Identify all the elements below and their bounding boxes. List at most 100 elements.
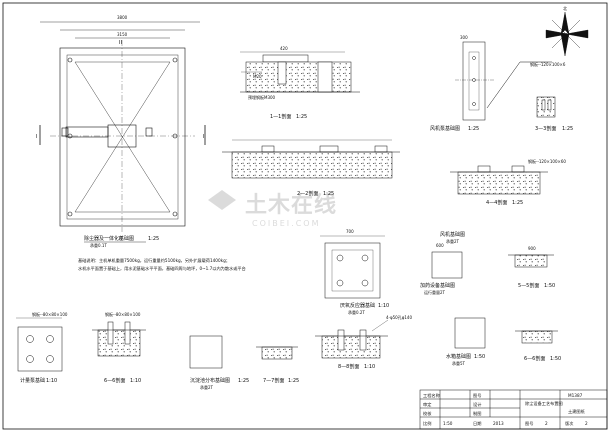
- anchor-bolt: [172, 57, 178, 63]
- concrete-footing: [97, 329, 141, 357]
- sec66small-title: 6—6剖面: [524, 355, 545, 362]
- section-6-6-right: [515, 330, 558, 344]
- anchor-bolt: [67, 211, 73, 217]
- sec22-title: 2—2剖面: [297, 190, 318, 197]
- plinth: [511, 165, 525, 173]
- concrete-footing: [321, 335, 381, 359]
- concrete-footing: [514, 254, 548, 268]
- pedestal-scale: 1:10: [378, 303, 389, 309]
- fan-base-plan: [455, 41, 495, 121]
- plinth: [374, 145, 388, 153]
- sec88-title: 8—8剖面: [338, 363, 359, 370]
- steel-plate: [262, 54, 309, 63]
- sec11-scale: 1:25: [296, 114, 307, 120]
- block-scale: 1:25: [238, 378, 249, 384]
- sec66-title: 6—6剖面: [104, 377, 125, 384]
- sec44-plate: 钢板--120×100×60: [528, 158, 566, 164]
- section-3-3: [486, 61, 556, 118]
- tb-date-label: 日期: [473, 421, 481, 427]
- pump-plate: 钢板--80×80×100: [32, 311, 68, 317]
- plinth: [477, 165, 491, 173]
- fan-base-inner: [468, 51, 480, 111]
- tb-ver-value: 2: [585, 421, 588, 426]
- bolt-hole: [26, 355, 34, 363]
- fanbase-dim-a: 300: [460, 35, 468, 40]
- tb-r3c3: 制图: [473, 410, 481, 417]
- equip1-dim: 900: [528, 246, 536, 251]
- sec77-scale: 1:25: [288, 378, 299, 384]
- tb-code: M1387: [568, 393, 583, 398]
- pedestal-dim: 700: [346, 229, 354, 234]
- north-arrow-icon: [545, 11, 589, 57]
- tb-r2c1: 审定: [423, 401, 431, 408]
- sec55-title: 5—5剖面: [518, 282, 539, 289]
- plan-diag-b: [74, 61, 171, 213]
- water-tank-base: [454, 317, 486, 349]
- equip-base-1: [431, 251, 463, 279]
- equip2-load: 运行重量2T: [424, 289, 446, 295]
- equip2-title: 加药设备基础图: [420, 282, 455, 289]
- title-block-frame: [419, 389, 608, 430]
- anchor-bolt: [172, 211, 178, 217]
- section-1-1: [240, 51, 360, 93]
- bolt-hole: [472, 102, 476, 106]
- equip3-title: 水箱基础图: [446, 353, 471, 360]
- concrete-footing: [231, 151, 393, 179]
- sec66small-scale: 1:50: [550, 356, 561, 362]
- sec44-title: 4—4剖面: [486, 199, 507, 206]
- plan-scale: 1:25: [148, 236, 159, 242]
- tb-sheet-label: 图号: [525, 421, 533, 427]
- pump-base-plan: [16, 317, 63, 372]
- anchor-bolt: [67, 57, 73, 63]
- plan-title: 除尘器及一体化基础图: [84, 235, 134, 242]
- sec44-scale: 1:25: [512, 200, 523, 206]
- anchor: [107, 321, 114, 345]
- watermark-logo: 土木在线 COIBEI.COM: [208, 190, 336, 228]
- pedestal-section: [536, 96, 556, 118]
- side-plate: [61, 127, 69, 137]
- main-plan: [39, 21, 206, 232]
- sec33-scale: 1:25: [562, 126, 573, 132]
- bolt-hole: [46, 335, 54, 343]
- section-6-6: [92, 321, 146, 357]
- sec11-note: 预埋钢板M300: [248, 94, 276, 100]
- sec11-dim-a: 420: [280, 46, 288, 51]
- anchor-pocket: [317, 61, 333, 93]
- block-load: 承重2T: [200, 384, 214, 390]
- bracket-line: [486, 61, 552, 109]
- sec88-scale: 1:10: [364, 364, 375, 370]
- pump-base-outline: [17, 326, 63, 372]
- sec33-plate: 钢板--120×100×6: [530, 61, 566, 67]
- anchor: [337, 329, 345, 351]
- concrete-footing: [521, 330, 553, 344]
- base-outline: [431, 251, 463, 279]
- anchor: [541, 99, 546, 111]
- anchor-bolt: [172, 133, 178, 139]
- plan-duct: [65, 126, 109, 138]
- plinth: [319, 145, 339, 153]
- notes-line1: 基础说明：主机单机重量7500kg，运行重量约5100kg，另外扩展载荷1400…: [78, 257, 230, 264]
- block-base-plan: [189, 335, 223, 369]
- anchor-pocket: [277, 61, 287, 85]
- tb-scale-value: 1:50: [443, 421, 453, 426]
- block-base-outline: [189, 335, 223, 369]
- equip3-scale: 1:50: [474, 354, 485, 360]
- section-label-right: I: [203, 134, 204, 140]
- plinth: [261, 145, 275, 153]
- equip1-load: 承重2T: [446, 238, 460, 244]
- concrete-footing: [245, 61, 352, 93]
- watermark-subtext: COIBEI.COM: [252, 219, 320, 228]
- tb-drawing-title: 除尘设备工艺布置图: [525, 400, 563, 407]
- pedestal-outline: [324, 242, 381, 299]
- bolt-hole: [361, 279, 369, 287]
- tb-date-value: 2013: [493, 421, 504, 426]
- tb-r3c1: 校核: [423, 410, 432, 417]
- tb-extra: 土建图纸: [568, 408, 586, 415]
- plan-outline: [59, 47, 186, 227]
- notes-line2: 水机水平面置于基础上，用水泥基础水平平面，基础四周与地坪，0~1.7以内为散水或…: [78, 265, 246, 272]
- pedestal-load: 承重0.2T: [348, 309, 365, 315]
- pedestal-inner: [331, 249, 374, 292]
